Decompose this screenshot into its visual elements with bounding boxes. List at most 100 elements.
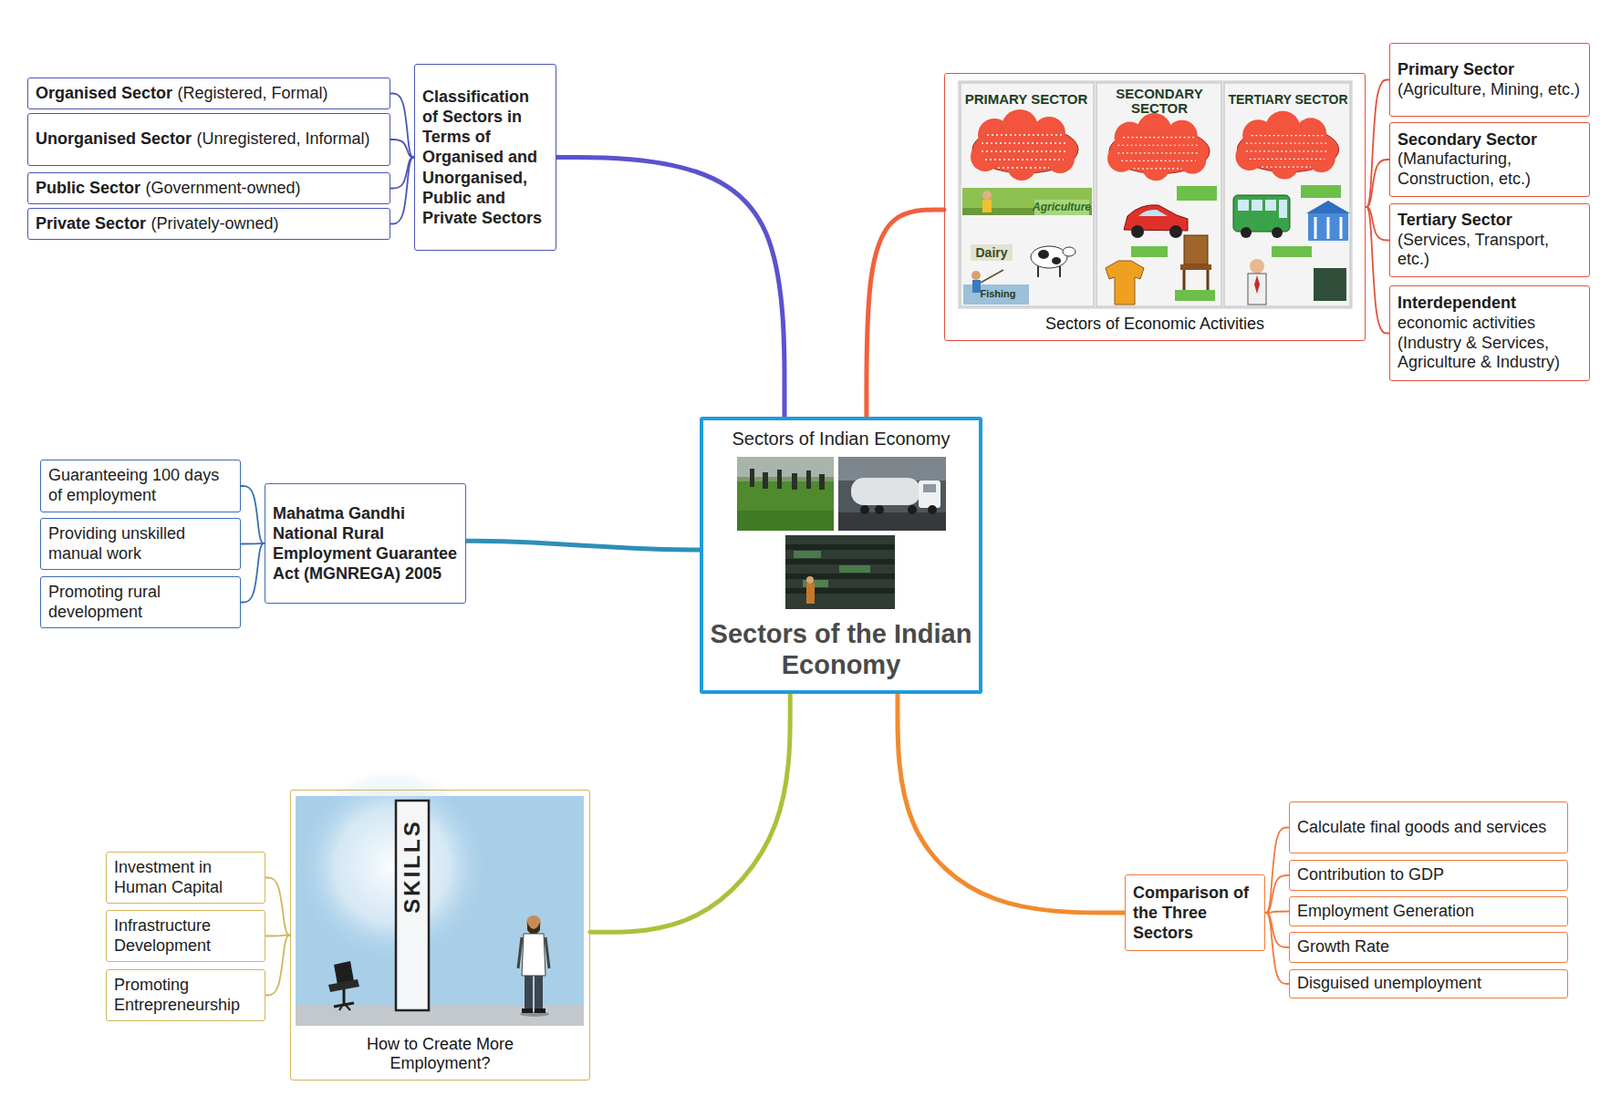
primary-art-part (980, 270, 1004, 283)
leaf-box: Organised Sector(Registered, Formal) (27, 77, 391, 110)
text-group: Private Sector(Privately-owned) (35, 214, 383, 235)
node-heading: Promoting rural development (48, 582, 161, 622)
sub-branch-line (240, 542, 265, 545)
node-heading: Classification of Sectors in Terms of Or… (422, 87, 542, 228)
secondary-art-part (1169, 225, 1183, 239)
truck-photo-part (851, 477, 921, 506)
field-photo-part (819, 474, 825, 490)
node-heading: Employment Generation (1297, 902, 1475, 921)
node-heading: Comparison of the Three Sectors (1132, 883, 1249, 943)
tertiary-art-part (1271, 246, 1312, 258)
field-photo-part (737, 510, 834, 531)
tertiary-art-part (1249, 259, 1265, 274)
main-branch-line (897, 694, 1125, 914)
standing-man-part (534, 1008, 546, 1014)
image-branch-box: How to Create More Employment? (290, 789, 591, 1081)
text-group: Promoting rural development (48, 582, 233, 623)
node-heading: Public Sector (35, 178, 141, 198)
sub-branch-line (1265, 912, 1289, 915)
standing-man-part (527, 923, 541, 936)
truck-photo-part (874, 505, 884, 515)
activity-tag: Agriculture (1032, 201, 1091, 214)
truck-photo-part (927, 505, 937, 515)
standing-man-part (524, 976, 533, 1011)
tertiary-art-part (1340, 217, 1343, 239)
node-heading: Interdependent (1397, 293, 1582, 314)
sector-poster-part (960, 83, 1094, 307)
text-group: Unorganised Sector(Unregistered, Informa… (35, 129, 383, 150)
tertiary-art-part (1271, 227, 1283, 239)
factory-photo-part (785, 544, 895, 551)
text-group: Classification of Sectors in Terms of Or… (422, 86, 549, 229)
primary-art-part (1059, 266, 1061, 278)
sub-branch-line (265, 935, 291, 997)
office-chair-part (342, 989, 346, 1004)
node-heading: Promoting Entrepreneurship (114, 976, 240, 1015)
leaf-box: Providing unskilled manual work (40, 518, 241, 571)
node-text: (Unregistered, Informal) (196, 129, 370, 148)
field-photo-part (791, 473, 798, 490)
tertiary-art-part (1300, 185, 1341, 198)
factory-photo (785, 535, 895, 610)
main-branch-line (590, 694, 790, 933)
sub-branch-line (240, 543, 265, 603)
truck-photo (838, 457, 946, 531)
text-group: Infrastructure Development (114, 916, 258, 956)
sub-branch-line (1365, 80, 1390, 208)
node-heading: Unorganised Sector (35, 129, 192, 148)
panel-title: PRIMARY SECTOR (958, 92, 1094, 107)
tertiary-art-part (1233, 195, 1290, 232)
truck-photo-part (838, 512, 946, 531)
node-heading: Private Sector (35, 214, 146, 233)
leaf-box: Investment in Human Capital (105, 851, 266, 904)
factory-photo-part (806, 576, 814, 584)
branch-box: Mahatma Gandhi National Rural Employment… (264, 483, 467, 604)
tertiary-art (1233, 185, 1351, 305)
node-heading: Organised Sector (35, 83, 173, 103)
text-group: Investment in Human Capital (114, 858, 258, 898)
text-group: Guaranteeing 100 days of employment (48, 466, 233, 506)
sub-branch-line (390, 157, 415, 225)
leaf-box: Promoting Entrepreneurship (105, 969, 266, 1022)
text-group: Disguised unemployment (1297, 974, 1560, 995)
sub-branch-line (1265, 828, 1289, 915)
truck-photo-part (838, 457, 946, 531)
text-group: Comparison of the Three Sectors (1132, 883, 1258, 944)
truck-photo-part (907, 505, 917, 515)
secondary-art-part (1184, 235, 1208, 265)
factory-photo-part (785, 535, 895, 610)
office-chair (328, 961, 360, 1011)
primary-art-part (1038, 249, 1050, 260)
node-text: Sectors of the Indian Economy (708, 619, 974, 682)
sector-poster-part (958, 81, 1352, 309)
factory-photo-part (785, 573, 895, 580)
sub-branch-line (265, 935, 291, 937)
pillar-word: SKILLS (400, 819, 424, 914)
tertiary-art-part (1265, 199, 1277, 211)
text-group: Sectors of Indian EconomySectors of the … (708, 427, 974, 682)
tertiary-art-part (1306, 200, 1351, 214)
main-branch-line (866, 209, 945, 417)
leaf-box: Promoting rural development (40, 576, 241, 629)
primary-art-part (972, 280, 981, 293)
sub-branch-line (390, 139, 415, 158)
field-photo-part (737, 457, 834, 531)
node-heading: Providing unskilled manual work (48, 524, 186, 563)
node-heading: Sectors of Economic Activities (1045, 314, 1265, 333)
standing-man (518, 915, 550, 1018)
secondary-art-part (1176, 186, 1217, 201)
activity-tag: Fishing (979, 289, 1016, 301)
sector-poster-part (1107, 113, 1210, 181)
panel-title: TERTIARY SECTOR (1224, 93, 1352, 107)
branch-box: Classification of Sectors in Terms of Or… (414, 63, 557, 251)
leaf-box: Public Sector(Government-owned) (27, 172, 391, 205)
truck-photo-part (860, 505, 870, 515)
tertiary-art-part (1313, 268, 1347, 302)
node-heading: Sectors of Indian Economy (731, 427, 950, 450)
primary-art-part (962, 187, 1092, 216)
primary-art-part (1037, 266, 1039, 278)
sector-poster-part (1224, 83, 1351, 307)
factory-photo-part (806, 583, 815, 604)
leaf-box: Employment Generation (1288, 896, 1569, 927)
